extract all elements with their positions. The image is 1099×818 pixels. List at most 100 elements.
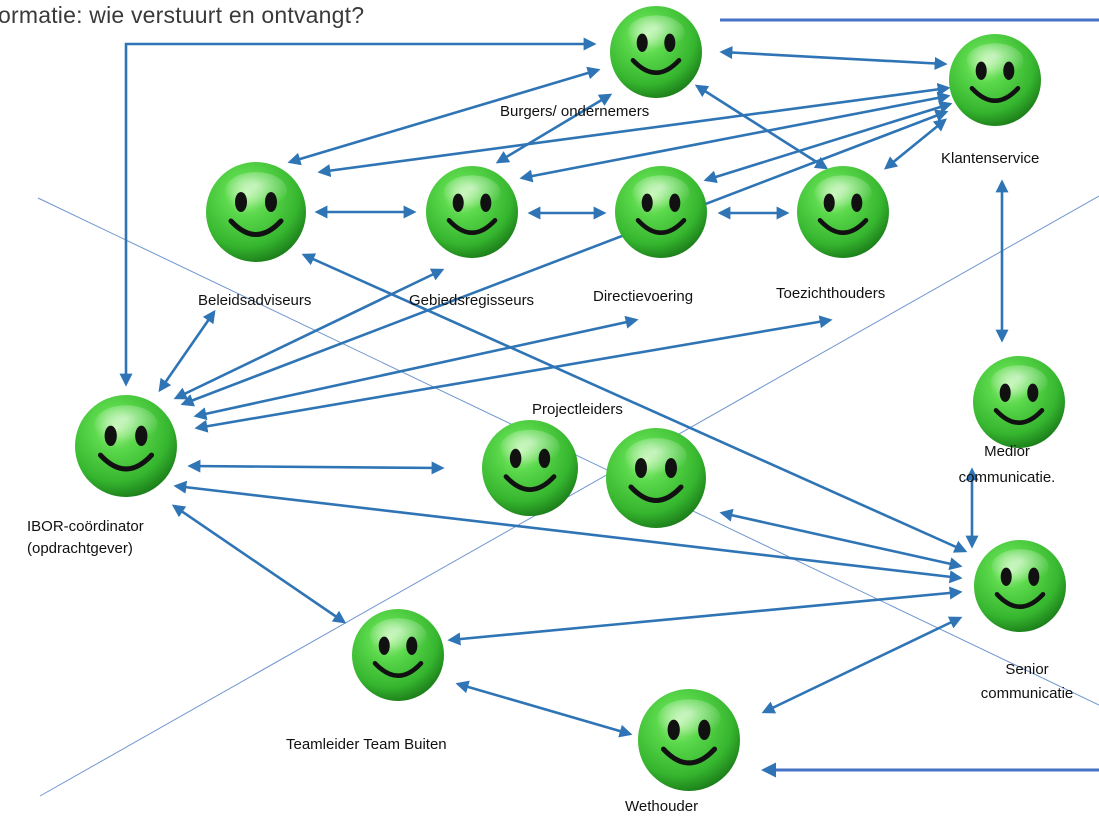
smiley-right-eye-klantenservice xyxy=(1003,61,1015,80)
smiley-left-eye-senior xyxy=(1000,567,1012,586)
smiley-icon-directievoering xyxy=(615,166,707,258)
connection-arrows xyxy=(158,46,1009,738)
smiley-mouth-senior xyxy=(994,591,1046,609)
arrow-ibor-beleidsadviseurs xyxy=(158,309,216,393)
smiley-icon-beleidsadviseurs xyxy=(206,162,306,262)
smiley-icon-teamleider xyxy=(352,609,444,701)
arrow-klantenservice-toezichthouders xyxy=(883,118,948,170)
smiley-left-eye-ibor xyxy=(104,425,117,446)
smiley-shine-klantenservice xyxy=(966,43,1024,79)
smiley-icon-projectleiders xyxy=(482,420,578,516)
label-beleidsadviseurs: Beleidsadviseurs xyxy=(198,292,312,309)
label-wethouder: Wethouder xyxy=(625,798,699,815)
smiley-mouth-burgers xyxy=(630,57,682,75)
smiley-left-eye-burgers xyxy=(636,33,648,52)
smiley-shine-projectleiders xyxy=(500,429,560,467)
arrow-senior-teamleider xyxy=(447,586,963,646)
label-senior-line1: Senior xyxy=(1005,661,1049,678)
smiley-mouth-projectleiders2 xyxy=(628,484,684,503)
smiley-shine-wethouder xyxy=(657,699,721,738)
smiley-right-eye-projectleiders xyxy=(538,448,551,468)
smiley-right-eye-burgers xyxy=(664,33,676,52)
smiley-icon-projectleiders2 xyxy=(606,428,706,528)
label-klantenservice: Klantenservice xyxy=(941,150,1040,167)
smiley-shine-beleidsadviseurs xyxy=(225,172,287,210)
smiley-shine-toezichthouders xyxy=(814,175,872,211)
label-burgers: Burgers/ ondernemers xyxy=(500,103,650,120)
label-toezichthouders: Toezichthouders xyxy=(776,285,886,302)
smiley-left-eye-gebiedsregisseurs xyxy=(452,193,464,212)
arrow-burgers-klantenservice xyxy=(719,46,948,70)
smiley-mouth-medior xyxy=(993,407,1045,425)
smiley-icon-klantenservice xyxy=(949,34,1041,126)
label-senior-line2: communicatie xyxy=(980,685,1074,702)
smiley-icon-gebiedsregisseurs xyxy=(426,166,518,258)
smiley-left-eye-projectleiders2 xyxy=(635,458,647,478)
smiley-right-eye-senior xyxy=(1028,567,1040,586)
smiley-left-eye-teamleider xyxy=(378,636,390,655)
arrow-klantenservice-ibor xyxy=(180,109,949,407)
smiley-shine-senior xyxy=(991,549,1049,585)
smiley-right-eye-toezichthouders xyxy=(851,193,863,212)
smiley-mouth-projectleiders xyxy=(503,474,557,492)
smiley-mouth-ibor xyxy=(97,452,155,472)
smiley-shine-burgers xyxy=(627,15,685,51)
smiley-icon-burgers xyxy=(610,6,702,98)
smiley-left-eye-toezichthouders xyxy=(823,193,835,212)
smiley-faces xyxy=(75,6,1066,791)
smiley-shine-teamleider xyxy=(369,618,427,654)
elbow-arrow-burgers-ibor xyxy=(119,37,597,387)
label-gebiedsregisseurs: Gebiedsregisseurs xyxy=(409,292,535,309)
smiley-right-eye-ibor xyxy=(135,425,148,446)
smiley-right-eye-medior xyxy=(1027,383,1039,402)
smiley-left-eye-projectleiders xyxy=(509,448,522,468)
smiley-right-eye-gebiedsregisseurs xyxy=(480,193,492,212)
smiley-left-eye-beleidsadviseurs xyxy=(235,192,247,212)
arrow-ibor-projectleiders xyxy=(187,459,445,475)
smiley-mouth-teamleider xyxy=(372,660,424,678)
smiley-mouth-beleidsadviseurs xyxy=(228,218,284,237)
label-medior-line2: communicatie. xyxy=(958,469,1056,486)
smiley-shine-directievoering xyxy=(632,175,690,211)
label-medior-line1: Medior xyxy=(984,443,1030,460)
smiley-icon-ibor xyxy=(75,395,177,497)
smiley-shine-medior xyxy=(990,365,1048,401)
smiley-left-eye-klantenservice xyxy=(975,61,987,80)
arrow-ibor-senior xyxy=(173,480,963,584)
label-teamleider: Teamleider Team Buiten xyxy=(286,736,447,753)
label-ibor-line1: IBOR-coördinator xyxy=(27,518,144,535)
smiley-icon-senior xyxy=(974,540,1066,632)
arrow-ibor-teamleider xyxy=(171,504,347,624)
smiley-mouth-wethouder xyxy=(660,746,718,766)
smiley-mouth-directievoering xyxy=(635,217,687,235)
smiley-shine-ibor xyxy=(94,405,158,444)
smiley-right-eye-projectleiders2 xyxy=(665,458,677,478)
arrow-teamleider-wethouder xyxy=(455,680,633,738)
smiley-left-eye-wethouder xyxy=(667,719,680,740)
smiley-right-eye-directievoering xyxy=(669,193,681,212)
label-directievoering: Directievoering xyxy=(593,288,694,305)
smiley-mouth-gebiedsregisseurs xyxy=(446,217,498,235)
smiley-right-eye-teamleider xyxy=(406,636,418,655)
label-ibor-line2: (opdrachtgever) xyxy=(27,540,133,557)
smiley-left-eye-directievoering xyxy=(641,193,653,212)
smiley-left-eye-medior xyxy=(999,383,1011,402)
smiley-shine-gebiedsregisseurs xyxy=(443,175,501,211)
page-title: ormatie: wie verstuurt en ontvangt? xyxy=(0,2,365,28)
smiley-shine-projectleiders2 xyxy=(625,438,687,476)
smiley-icon-wethouder xyxy=(638,689,740,791)
edge-lines xyxy=(720,18,1099,778)
smiley-right-eye-wethouder xyxy=(698,719,711,740)
arrow-senior-wethouder xyxy=(761,616,963,714)
smiley-mouth-klantenservice xyxy=(969,85,1021,103)
arrow-projectleiders-senior xyxy=(719,508,963,571)
smiley-icon-toezichthouders xyxy=(797,166,889,258)
arrow-burgers-toezichthouders xyxy=(694,84,829,170)
diagonal-line-2 xyxy=(39,195,1099,797)
smiley-right-eye-beleidsadviseurs xyxy=(265,192,277,212)
label-projectleiders: Projectleiders xyxy=(532,401,623,418)
smiley-mouth-toezichthouders xyxy=(817,217,869,235)
smiley-icon-medior xyxy=(973,356,1065,448)
arrow-ibor-toezichthouders xyxy=(194,315,833,433)
